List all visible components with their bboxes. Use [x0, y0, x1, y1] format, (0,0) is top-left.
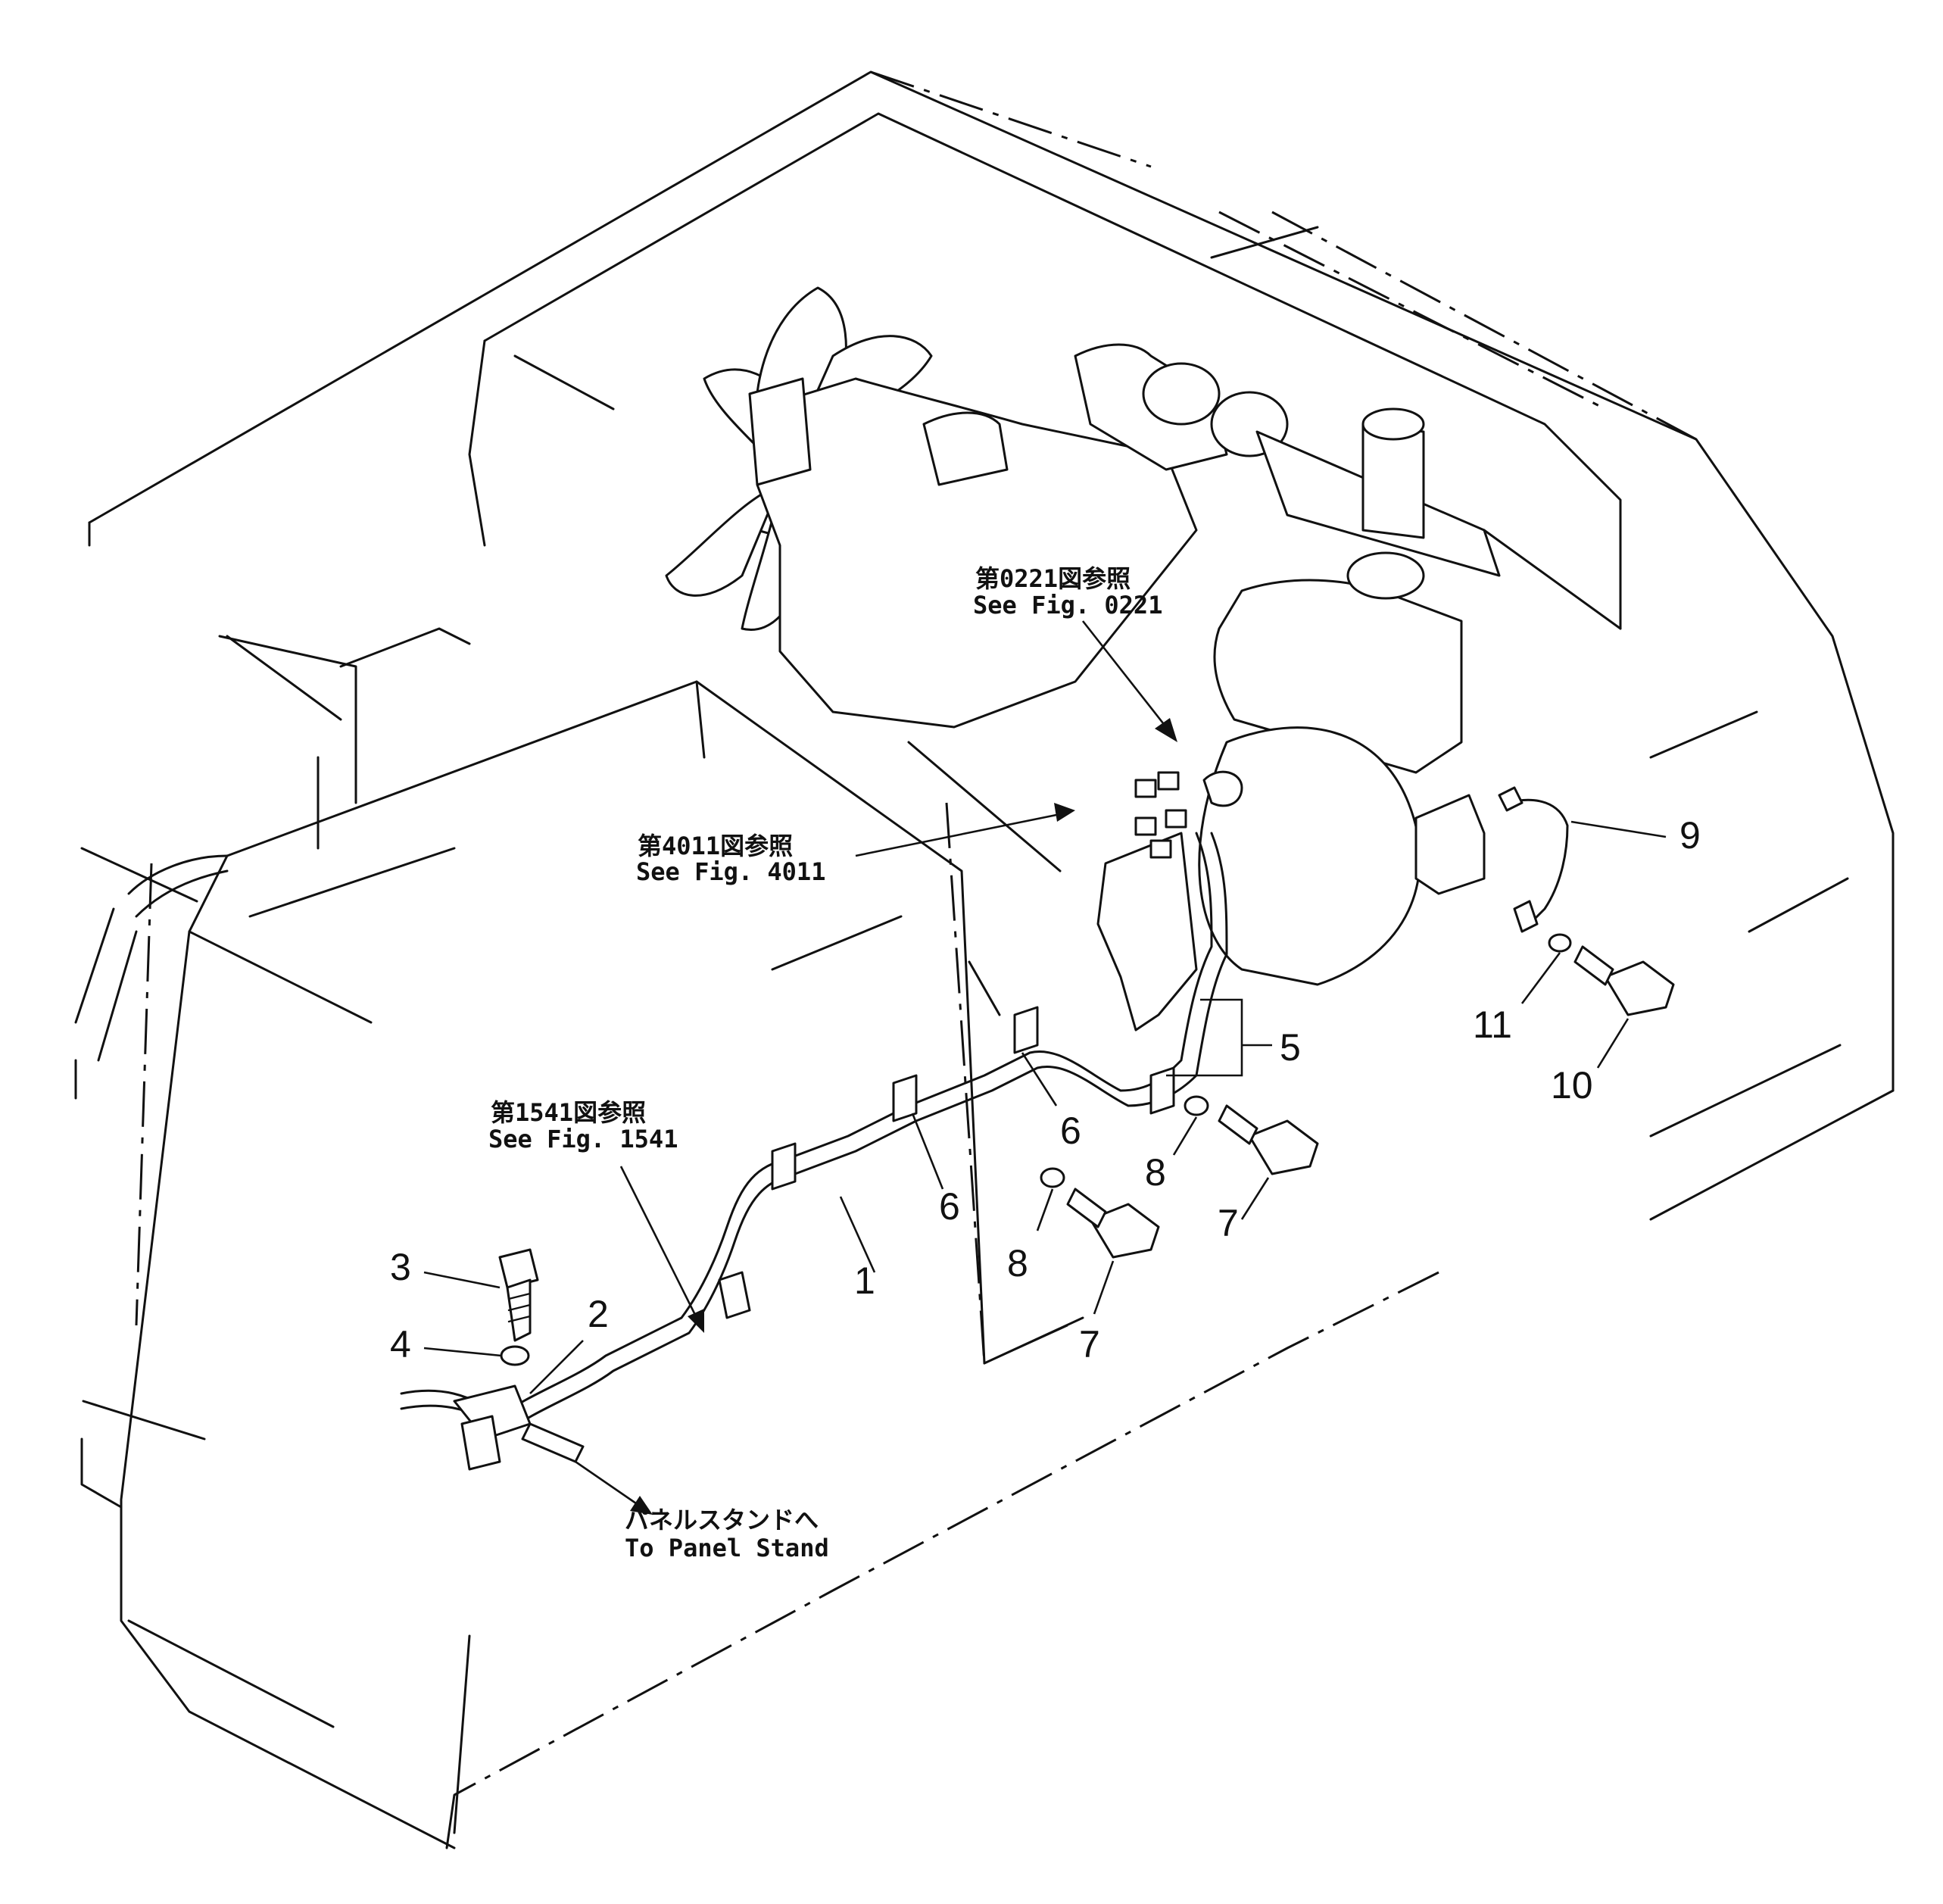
callout-6-upper: 6: [1060, 1110, 1081, 1152]
counterweight-box: [120, 680, 1084, 1849]
machine-frame-outline: [74, 70, 1895, 1849]
washer-8a: [1040, 1167, 1065, 1188]
bolt-7a: [1066, 1188, 1160, 1259]
ref-0221-en: See Fig. 0221: [973, 591, 1162, 620]
bolt-10: [1573, 945, 1675, 1016]
callout-7-upper: 7: [1218, 1202, 1239, 1244]
bolt-3: [498, 1248, 539, 1342]
callout-9: 9: [1679, 814, 1701, 857]
callout-1: 1: [854, 1259, 875, 1302]
callout-10: 10: [1551, 1064, 1593, 1107]
bolts-and-washers: [498, 933, 1675, 1366]
callout-5: 5: [1280, 1026, 1301, 1069]
engine: [665, 286, 1501, 1032]
callout-8-upper: 8: [1145, 1151, 1166, 1194]
washer-11: [1548, 933, 1572, 953]
callout-4: 4: [390, 1323, 411, 1366]
ref-1541-jp: 第1541図参照: [491, 1098, 646, 1127]
washer-4: [500, 1345, 530, 1366]
callout-3: 3: [390, 1246, 411, 1288]
ref-4011-en: See Fig. 4011: [636, 857, 825, 886]
callout-labels: 1 2 3 4 5 6 6 7 7 8 8 9 10 11: [390, 814, 1701, 1366]
ref-4011-jp: 第4011図参照: [638, 832, 793, 860]
callout-8-lower: 8: [1007, 1242, 1028, 1284]
ref-panel-jp: パネルスタンドへ: [625, 1506, 819, 1534]
leader-lines: [423, 620, 1667, 1515]
callout-7-lower: 7: [1079, 1323, 1100, 1366]
callout-6-lower: 6: [939, 1185, 960, 1228]
wiring-harness: [400, 770, 1569, 1471]
left-structure: [74, 627, 471, 1062]
ref-panel-en: To Panel Stand: [625, 1534, 829, 1562]
callout-2: 2: [588, 1293, 609, 1335]
ref-0221-jp: 第0221図参照: [975, 564, 1131, 593]
bolt-7b: [1218, 1104, 1319, 1175]
washer-8b: [1184, 1095, 1209, 1116]
reference-notes: 第0221図参照 See Fig. 0221 第4011図参照 See Fig.…: [488, 564, 1162, 1562]
ref-1541-en: See Fig. 1541: [488, 1125, 678, 1153]
callout-11: 11: [1473, 1004, 1512, 1046]
